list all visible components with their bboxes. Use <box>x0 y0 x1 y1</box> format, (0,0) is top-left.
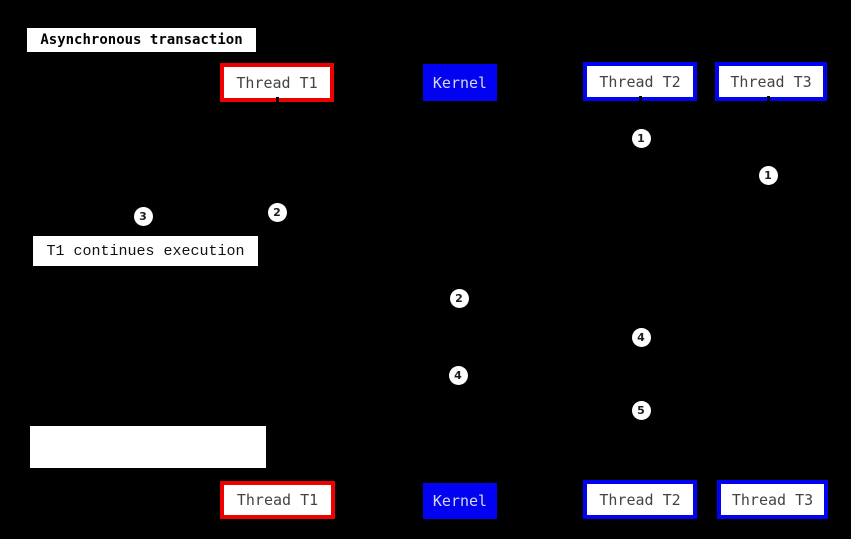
lifeline-notch <box>639 96 642 101</box>
actor-kernel-top-label: Kernel <box>432 73 488 92</box>
actor-kernel-top: Kernel <box>423 64 497 101</box>
actor-thread-t1-bottom: Thread T1 <box>220 481 335 519</box>
actor-kernel-bottom-label: Kernel <box>432 492 488 510</box>
lifeline-notch <box>767 477 770 482</box>
actor-thread-t3-top: Thread T3 <box>715 62 827 101</box>
lifeline-notch <box>276 478 279 483</box>
actor-thread-t2-top-label: Thread T2 <box>599 72 681 91</box>
sequence-marker: 1 <box>631 128 651 148</box>
actor-thread-t2-bottom-label: Thread T2 <box>599 490 681 509</box>
actor-thread-t1-bottom-label: Thread T1 <box>236 491 319 509</box>
sequence-marker: 4 <box>448 365 468 385</box>
actor-thread-t1-top-label: Thread T1 <box>236 73 318 92</box>
actor-thread-t3-bottom: Thread T3 <box>717 480 828 519</box>
note-blank <box>30 426 266 468</box>
sequence-marker: 5 <box>631 400 651 420</box>
sequence-marker: 4 <box>631 327 651 347</box>
actor-thread-t3-bottom-label: Thread T3 <box>731 490 814 509</box>
actor-thread-t3-top-label: Thread T3 <box>730 72 812 91</box>
diagram-title: Asynchronous transaction <box>27 28 256 52</box>
sequence-marker: 2 <box>267 202 287 222</box>
lifeline-notch <box>767 96 770 101</box>
note-t1-continues: T1 continues execution <box>33 236 258 266</box>
lifeline-notch <box>276 97 279 102</box>
actor-thread-t2-bottom: Thread T2 <box>583 480 697 519</box>
lifeline-notch <box>639 477 642 482</box>
actor-kernel-bottom: Kernel <box>423 483 497 519</box>
sequence-marker: 1 <box>758 165 778 185</box>
sequence-marker: 2 <box>449 288 469 308</box>
sequence-marker: 3 <box>133 206 153 226</box>
